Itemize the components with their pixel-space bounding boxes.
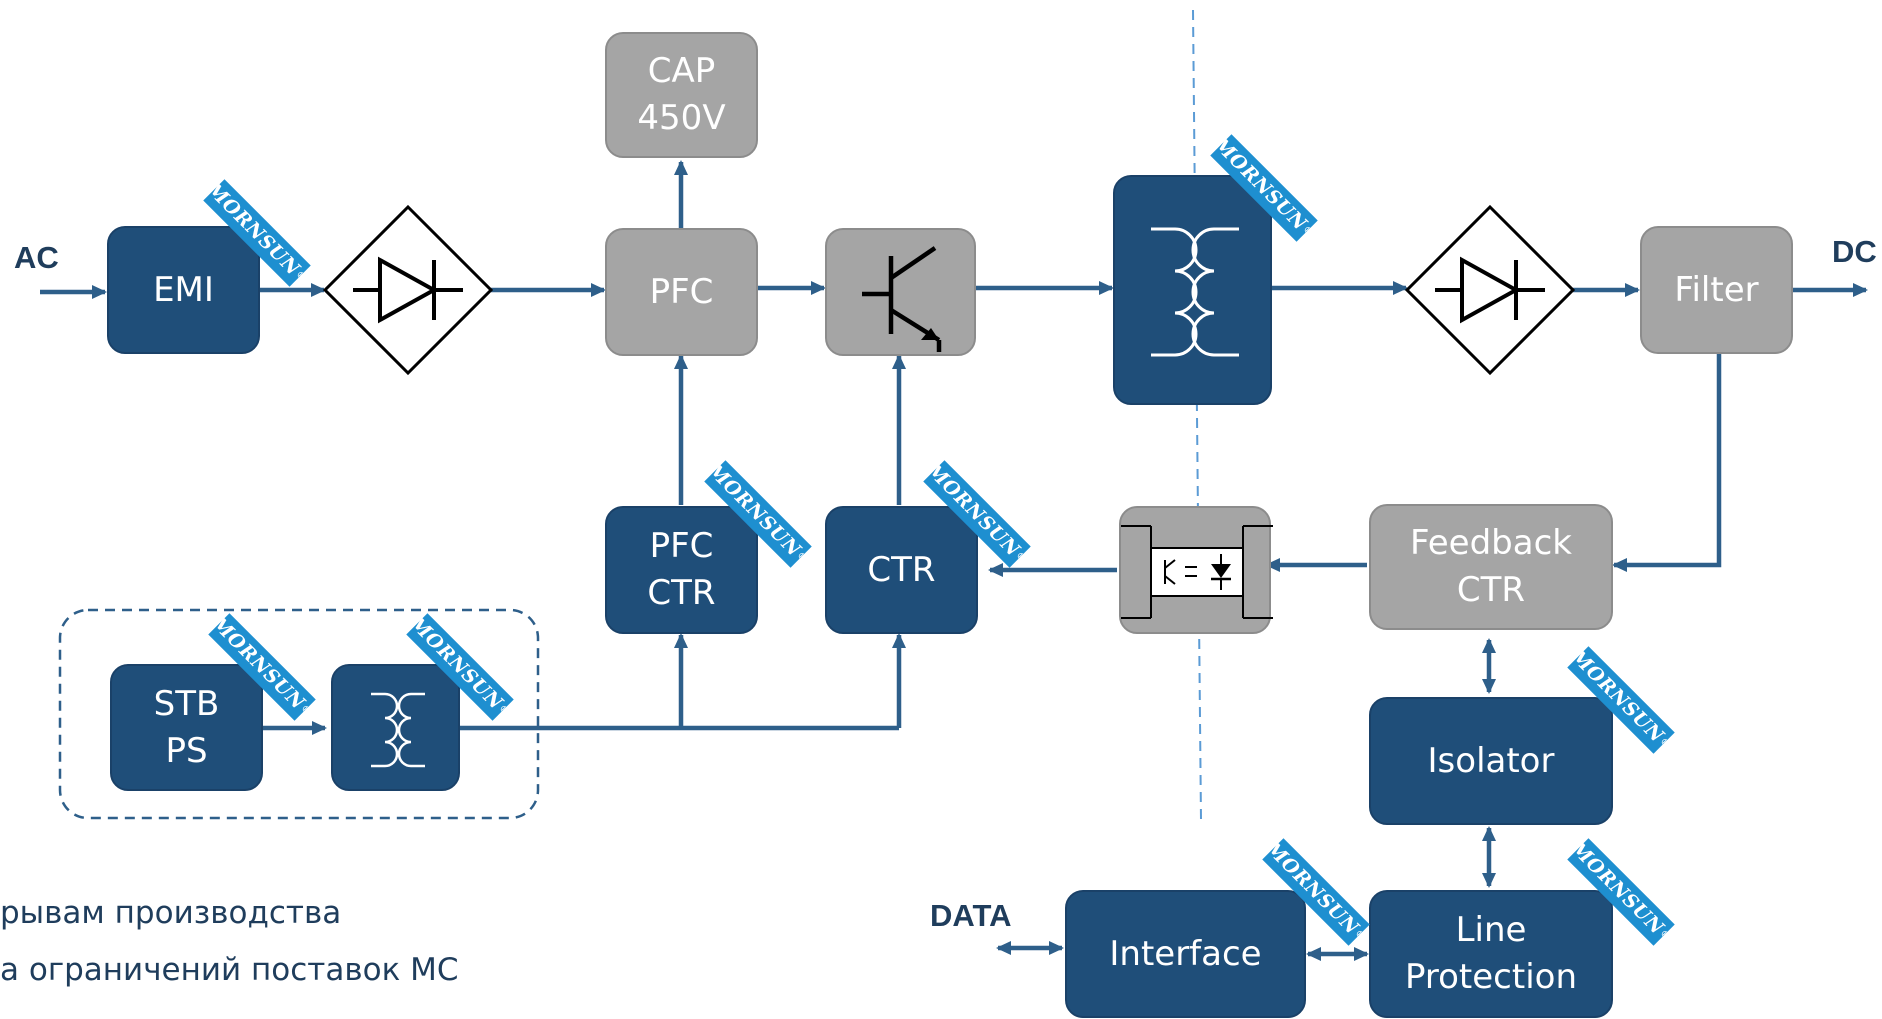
- data-port-label: DATA: [930, 898, 1012, 933]
- interface-block: Interface: [1065, 890, 1306, 1018]
- main-transformer-block: [1113, 175, 1272, 405]
- dc-output-label: DC: [1832, 234, 1877, 269]
- output-filter-block: Filter: [1640, 226, 1793, 354]
- ps-label: PS: [165, 730, 208, 771]
- interface-label: Interface: [1109, 933, 1262, 974]
- optocoupler-block: [1119, 506, 1273, 634]
- standby-power-supply-block: STB PS: [110, 664, 263, 791]
- feedback-ctr-label-line1: Feedback: [1410, 523, 1572, 564]
- cap-voltage-label: 450V: [637, 98, 726, 138]
- line-protection-label-line2: Protection: [1404, 957, 1577, 997]
- pfc-controller-block: PFC CTR: [605, 506, 758, 634]
- line-protection-block: Line Protection: [1369, 890, 1613, 1018]
- small-transformer-icon: [371, 692, 425, 768]
- isolator-label: Isolator: [1427, 740, 1555, 781]
- power-switch-block: [825, 228, 976, 356]
- bridge-rectifier-input-icon: [322, 204, 494, 376]
- bullet-text-1: рывам производства: [0, 895, 342, 931]
- line-protection-label-line1: Line: [1455, 910, 1527, 951]
- pfc-ctr-label-line2: CTR: [647, 573, 716, 613]
- bullet-text-2: а ограничений поставок МС: [0, 952, 459, 988]
- transistor-icon: [862, 246, 942, 352]
- ac-input-label: AC: [14, 240, 59, 275]
- optocoupler-icon: [1121, 525, 1273, 619]
- isolation-boundary-line: [1192, 9, 1202, 821]
- transformer-icon: [1151, 227, 1239, 357]
- filter-label: Filter: [1674, 269, 1759, 310]
- pwm-controller-block: CTR: [825, 506, 978, 634]
- pfc-block: PFC: [605, 228, 758, 356]
- pfc-label: PFC: [649, 271, 714, 312]
- emi-filter-block: EMI: [107, 226, 260, 354]
- pfc-ctr-label-line1: PFC: [649, 526, 714, 567]
- feedback-controller-block: Feedback CTR: [1369, 504, 1613, 630]
- ctr-label: CTR: [867, 549, 936, 590]
- stb-label: STB: [153, 683, 220, 724]
- standby-transformer-block: [331, 664, 460, 791]
- cap-label: CAP: [647, 51, 716, 92]
- isolator-block: Isolator: [1369, 697, 1613, 825]
- cap-450v-block: CAP 450V: [605, 32, 758, 158]
- feedback-ctr-label-line2: CTR: [1456, 570, 1526, 610]
- standby-group-frame: [58, 608, 540, 820]
- bridge-rectifier-output-icon: [1404, 204, 1576, 376]
- emi-label: EMI: [153, 269, 214, 310]
